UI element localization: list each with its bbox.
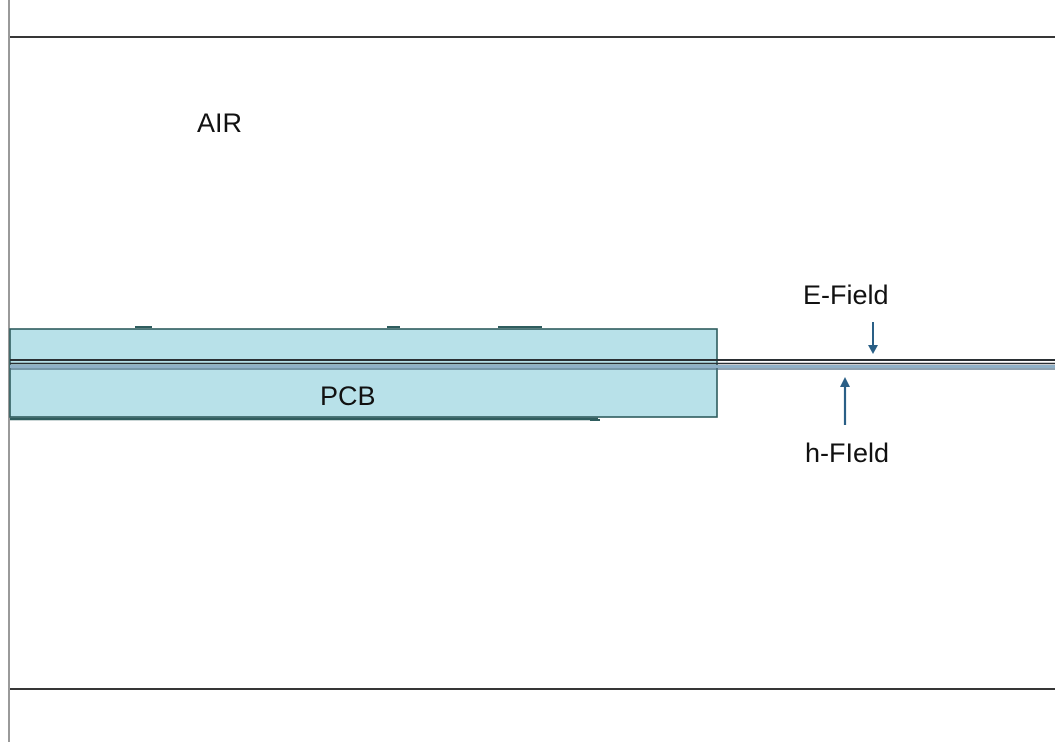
pcb-slab (9, 328, 718, 418)
h-field-arrow (840, 377, 850, 425)
pcb-label: PCB (320, 381, 376, 411)
h-field-label: h-FIeld (805, 438, 890, 468)
air-region-label: AIR (197, 108, 243, 138)
signal-trace (10, 359, 1055, 370)
e-field-arrow (868, 322, 878, 354)
e-field-label: E-Field (803, 280, 889, 310)
